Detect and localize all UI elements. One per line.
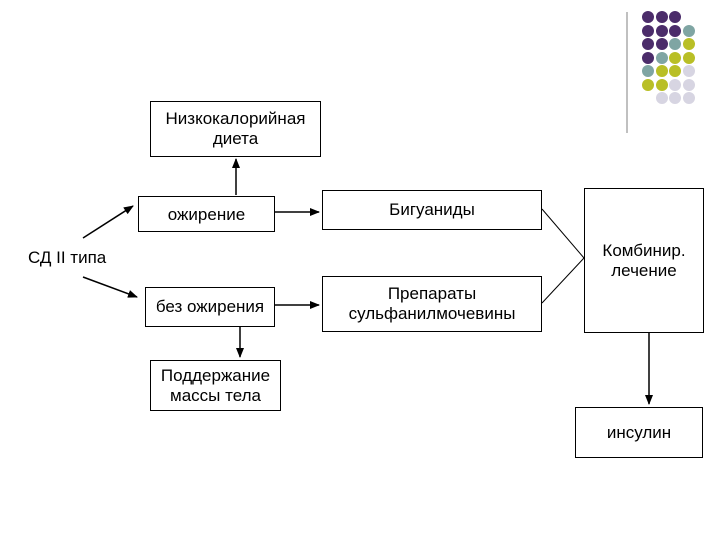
node-weight-maintenance: Поддержание массы тела: [150, 360, 281, 411]
decor-dot: [682, 92, 695, 104]
node-no-obesity-label: без ожирения: [155, 297, 265, 316]
line-biguanides-to-combined: [541, 208, 585, 259]
node-biguanides-label: Бигуаниды: [389, 200, 475, 219]
decor-dot: [682, 51, 695, 64]
node-weight-maintenance-label: Поддержание массы тела: [160, 365, 271, 405]
decor-dot: [669, 78, 681, 91]
node-obesity: ожирение: [138, 196, 275, 232]
decor-dot: [642, 38, 654, 50]
decor-dot: [669, 92, 681, 104]
arrow-dm2-to-obesity: [82, 205, 134, 239]
decor-dot: [655, 24, 668, 37]
decor-dot: [682, 78, 695, 91]
decor-dot: [669, 51, 681, 64]
decor-dot: [655, 65, 668, 77]
node-sulfonylureas: Препараты сульфанилмочевины: [322, 276, 542, 332]
decor-dot: [669, 65, 681, 77]
node-dm2-label: СД II типа: [28, 248, 107, 267]
decor-dot: [642, 11, 654, 23]
decor-dot: [682, 24, 695, 37]
decor-dot: [642, 51, 654, 64]
node-sulfonylureas-label: Препараты сульфанилмочевины: [348, 284, 516, 323]
node-biguanides: Бигуаниды: [322, 190, 542, 230]
decor-dot: [655, 92, 668, 104]
decor-dot: [655, 51, 668, 64]
node-insulin: инсулин: [575, 407, 703, 458]
decor-dot: [655, 11, 668, 23]
node-combined-treatment-label: Комбинир. лечение: [602, 240, 686, 280]
decor-dot: [669, 38, 681, 50]
decor-dot: [642, 78, 654, 91]
node-low-calorie-diet-label: Низкокалорийная диета: [165, 109, 306, 148]
node-low-calorie-diet: Низкокалорийная диета: [150, 101, 321, 157]
line-sulfonylureas-to-combined: [541, 257, 585, 304]
decor-dot: [669, 24, 681, 37]
node-insulin-label: инсулин: [606, 422, 672, 442]
decor-dot: [669, 11, 681, 23]
node-obesity-label: ожирение: [167, 205, 246, 224]
decor-dot: [655, 38, 668, 50]
decor-dot: [682, 38, 695, 50]
decor-dot: [655, 78, 668, 91]
node-combined-treatment: Комбинир. лечение: [584, 188, 704, 333]
decor-dot: [642, 24, 654, 37]
node-no-obesity: без ожирения: [145, 287, 275, 327]
decor-dot: [682, 65, 695, 77]
arrow-dm2-to-no-obesity: [82, 276, 138, 298]
decor-dot: [642, 65, 654, 77]
